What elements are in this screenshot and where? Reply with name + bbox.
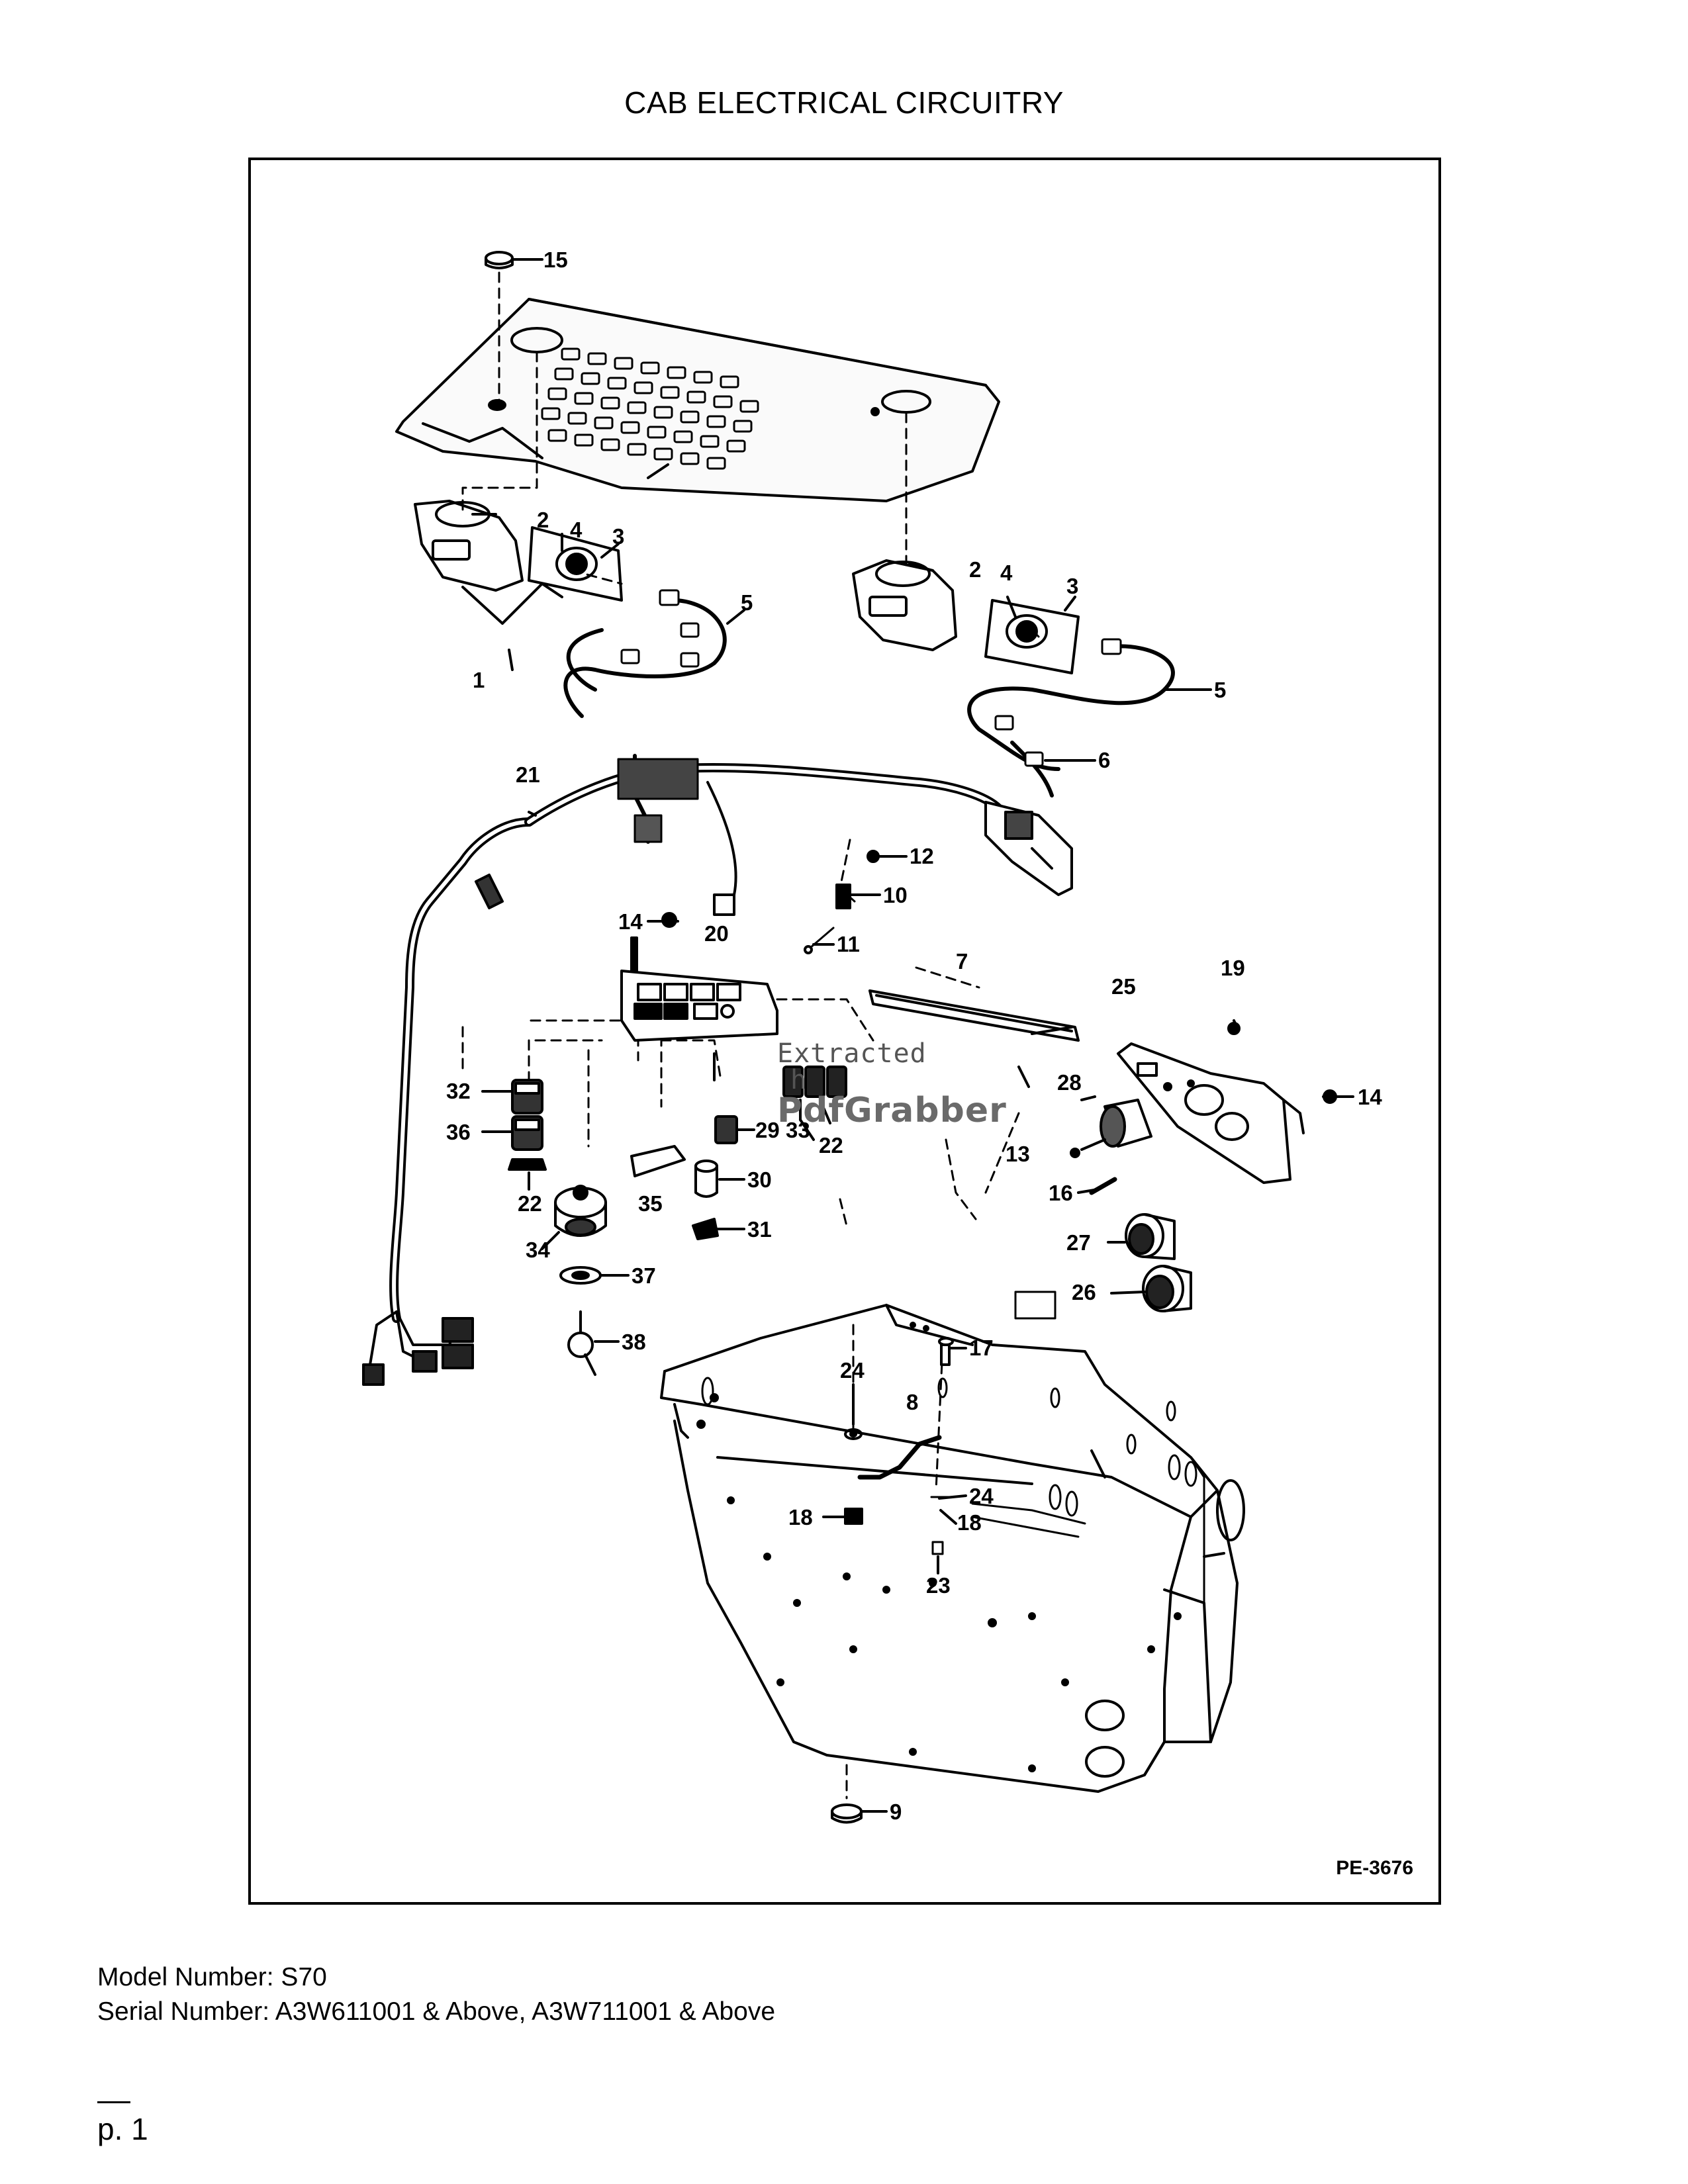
callout-7: 7 bbox=[956, 949, 968, 974]
gauge-panel-25 bbox=[1117, 1042, 1305, 1184]
callout-18-right: 18 bbox=[957, 1510, 982, 1535]
callout-25: 25 bbox=[1111, 974, 1136, 999]
callout-34: 34 bbox=[526, 1238, 550, 1262]
page-title: CAB ELECTRICAL CIRCUITRY bbox=[624, 85, 1064, 120]
callout-3-left: 3 bbox=[612, 524, 624, 549]
callout-2-right: 2 bbox=[969, 557, 981, 582]
diagram-frame: 15 2 4 3 5 1 2 4 3 5 6 21 12 10 11 14 20… bbox=[248, 158, 1441, 1905]
callout-8: 8 bbox=[906, 1390, 918, 1414]
speaker-cables bbox=[563, 598, 1175, 797]
page-number: p. 1 bbox=[97, 2112, 148, 2146]
callout-38: 38 bbox=[622, 1330, 646, 1354]
cab-fasteners bbox=[831, 1337, 954, 1824]
callout-30: 30 bbox=[747, 1167, 772, 1192]
callout-12: 12 bbox=[910, 844, 934, 868]
hour-meter-28 bbox=[1100, 1099, 1152, 1148]
callout-23: 23 bbox=[926, 1573, 951, 1598]
callout-26: 26 bbox=[1072, 1280, 1096, 1304]
callout-14-right: 14 bbox=[1358, 1085, 1382, 1109]
model-number: Model Number: S70 bbox=[97, 1963, 327, 1991]
callout-4-right: 4 bbox=[1000, 561, 1013, 585]
callout-33: 33 bbox=[786, 1118, 810, 1142]
callout-21: 21 bbox=[516, 762, 540, 787]
callout-24-top: 24 bbox=[840, 1358, 865, 1383]
callout-32: 32 bbox=[446, 1079, 471, 1103]
overhead-panel bbox=[395, 298, 1000, 502]
switch-cluster-33 bbox=[782, 1066, 847, 1124]
ignition-switch bbox=[554, 1185, 607, 1376]
callout-37: 37 bbox=[632, 1263, 656, 1288]
callout-31: 31 bbox=[747, 1217, 772, 1242]
callout-14-left: 14 bbox=[618, 909, 643, 934]
callout-36: 36 bbox=[446, 1120, 471, 1144]
callout-29: 29 bbox=[755, 1118, 780, 1142]
callout-16: 16 bbox=[1049, 1181, 1073, 1205]
watermark-line1: Extracted bbox=[777, 1038, 927, 1069]
callout-11: 11 bbox=[837, 932, 860, 956]
page-number-rule bbox=[97, 2101, 130, 2103]
gauge-27 bbox=[1125, 1213, 1176, 1260]
gauge-26 bbox=[1142, 1265, 1192, 1312]
callout-10: 10 bbox=[883, 883, 908, 907]
rocker-switches bbox=[508, 1079, 547, 1171]
lens-35 bbox=[630, 1145, 686, 1177]
callout-20: 20 bbox=[704, 921, 729, 946]
callout-labels: 15 2 4 3 5 1 2 4 3 5 6 21 12 10 11 14 20… bbox=[446, 248, 1382, 1824]
cab-lower-housing bbox=[660, 1291, 1245, 1793]
trim-strip-7 bbox=[868, 989, 1080, 1042]
right-speaker-assembly bbox=[852, 559, 1080, 674]
screw-19 bbox=[1227, 1022, 1241, 1035]
left-speaker-assembly bbox=[414, 500, 623, 602]
callout-22-left: 22 bbox=[518, 1191, 542, 1216]
switch-panel-20 bbox=[620, 936, 778, 1042]
callout-17: 17 bbox=[969, 1336, 994, 1360]
callout-35: 35 bbox=[638, 1191, 663, 1216]
callout-28: 28 bbox=[1057, 1070, 1082, 1095]
callout-22-center: 22 bbox=[819, 1133, 843, 1158]
callout-15: 15 bbox=[543, 248, 568, 272]
serial-number: Serial Number: A3W611001 & Above, A3W711… bbox=[97, 1997, 776, 2026]
callout-27: 27 bbox=[1066, 1230, 1091, 1255]
screw-13 bbox=[1070, 1148, 1080, 1158]
exploded-parts-diagram: 15 2 4 3 5 1 2 4 3 5 6 21 12 10 11 14 20… bbox=[362, 248, 1382, 1824]
callout-6: 6 bbox=[1098, 748, 1110, 772]
watermark: Extracted h PdfGrabber bbox=[777, 1040, 1007, 1128]
callout-5-left: 5 bbox=[741, 590, 753, 615]
callout-1: 1 bbox=[473, 668, 485, 692]
callout-18-left: 18 bbox=[788, 1505, 813, 1529]
drawing-number: PE-3676 bbox=[1336, 1857, 1413, 1879]
callout-5-right: 5 bbox=[1214, 678, 1226, 702]
small-switches bbox=[692, 1115, 738, 1240]
callout-13: 13 bbox=[1006, 1142, 1030, 1166]
callout-3-right: 3 bbox=[1066, 574, 1078, 598]
callout-2-left: 2 bbox=[537, 508, 549, 532]
main-wire-harness-21 bbox=[362, 754, 1073, 1386]
callout-24-right: 24 bbox=[969, 1484, 994, 1508]
watermark-brand: PdfGrabber bbox=[777, 1091, 1007, 1130]
callout-19: 19 bbox=[1221, 956, 1245, 980]
watermark-line2: h bbox=[790, 1065, 807, 1095]
callout-4-left: 4 bbox=[570, 518, 583, 542]
dome-light-15 bbox=[485, 251, 514, 269]
callout-9: 9 bbox=[890, 1799, 902, 1824]
